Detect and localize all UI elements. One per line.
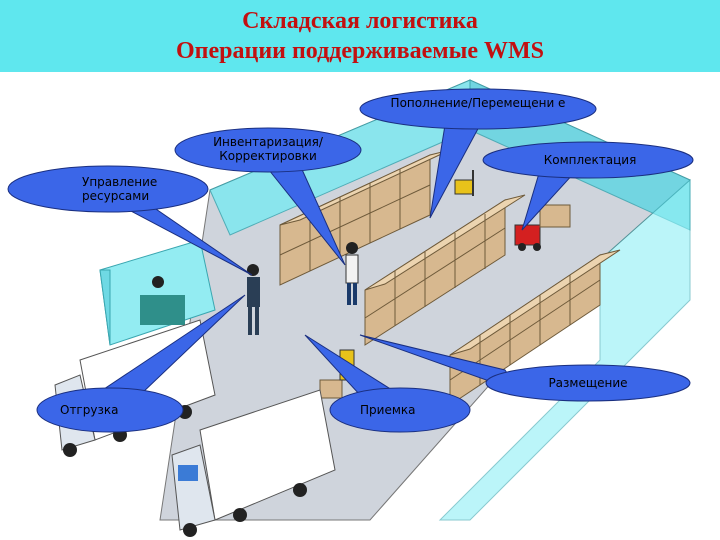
callout-resource-mgmt: Управление ресурсами (82, 175, 158, 203)
callout-picking: Комплектация (543, 153, 637, 167)
callout-replenishment: Пополнение/Перемещени е (390, 96, 566, 110)
page-title: Складская логистика (242, 8, 478, 34)
worker-inventory (345, 242, 359, 305)
callout-putaway-bubble (359, 334, 691, 402)
warehouse-illustration (7, 79, 694, 537)
callout-inventory: Инвентаризация/ Корректировки (213, 135, 323, 163)
callout-receiving: Приемка (360, 403, 416, 417)
clerk-head (152, 276, 164, 288)
office-desk (140, 295, 185, 325)
page-subtitle: Операции поддерживаемые WMS (176, 38, 544, 64)
callout-picking-bubble (482, 141, 694, 231)
rack-middle (364, 194, 526, 346)
callout-resource-bubble (7, 165, 253, 276)
callout-inventory-bubble (174, 127, 362, 266)
callout-receiving-bubble (304, 334, 471, 433)
callout-shipping: Отгрузка (60, 403, 119, 417)
title-banner: Складская логистика Операции поддерживае… (0, 0, 720, 72)
callout-shipping-bubble (36, 294, 246, 433)
forklift-red (514, 204, 571, 251)
callout-putaway: Размещение (548, 376, 628, 390)
callout-replenishment-bubble (359, 88, 597, 219)
office-wall (99, 269, 111, 346)
truck-receiving (171, 389, 336, 537)
forklift-yellow (454, 170, 474, 196)
worker-manager (247, 264, 260, 335)
